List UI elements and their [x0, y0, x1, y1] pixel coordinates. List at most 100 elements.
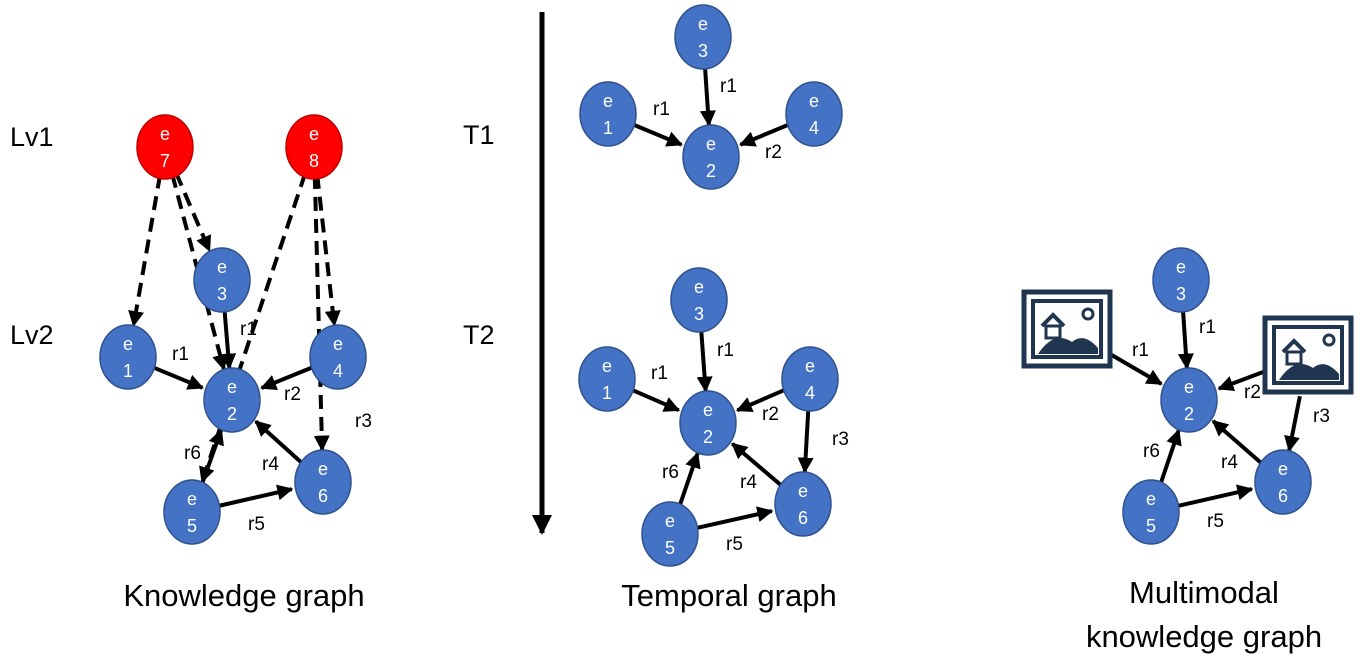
entity-node-e2: e2 — [682, 124, 740, 190]
relation-label: r1 — [653, 99, 670, 120]
relation-edge — [797, 406, 814, 474]
entity-index: 7 — [160, 151, 170, 171]
entity-index: 4 — [805, 383, 815, 403]
relation-edge — [1158, 428, 1182, 487]
relation-label: r1 — [651, 363, 668, 384]
hierarchy-edge — [315, 174, 341, 327]
entity-index: 2 — [1184, 404, 1194, 424]
entity-index: 5 — [187, 516, 197, 536]
timestamp-label-t1: T1 — [463, 120, 495, 150]
relation-edge — [633, 122, 683, 147]
entity-index: 1 — [602, 383, 612, 403]
hierarchy-edge — [312, 174, 330, 452]
entity-index: 4 — [333, 361, 343, 381]
hierarchy-edge — [174, 171, 212, 253]
entity-index: 2 — [703, 427, 713, 447]
relation-label: r1 — [240, 319, 257, 340]
entity-letter: e — [1146, 489, 1156, 509]
entity-letter: e — [1278, 459, 1288, 479]
entity-node-e4: e4 — [309, 324, 367, 390]
entity-node-e3: e3 — [674, 4, 732, 70]
entity-index: 5 — [1146, 516, 1156, 536]
entity-letter: e — [187, 489, 197, 509]
entity-index: 3 — [694, 304, 704, 324]
entity-letter: e — [123, 334, 133, 354]
relation-edge — [696, 506, 774, 530]
entity-index: 1 — [603, 118, 613, 138]
entity-node-e3: e3 — [670, 267, 728, 333]
entity-index: 8 — [309, 151, 319, 171]
relation-label: r3 — [832, 429, 849, 450]
relation-edge — [699, 64, 716, 127]
caption-knowledge-graph: Knowledge graph — [123, 578, 364, 613]
entity-index: 3 — [217, 284, 227, 304]
entity-node-e3: e3 — [1152, 247, 1210, 313]
entity-letter: e — [602, 356, 612, 376]
entity-letter: e — [227, 377, 237, 397]
entity-index: 5 — [665, 538, 675, 558]
relation-edge — [1177, 484, 1254, 508]
relation-label: r1 — [720, 76, 737, 97]
relation-edge — [1284, 395, 1302, 453]
relation-label: r2 — [1244, 382, 1261, 403]
caption-multimodal-line1: Multimodal — [1129, 575, 1279, 610]
relation-label: r5 — [726, 534, 743, 555]
relation-label: r4 — [1221, 452, 1238, 473]
relation-edge — [254, 419, 304, 465]
relation-edge — [739, 122, 789, 147]
relation-label: r1 — [1199, 317, 1216, 338]
relation-label: r2 — [765, 142, 782, 163]
relation-edge — [1217, 370, 1264, 392]
entity-node-e3: e3 — [193, 247, 251, 313]
relation-edge — [1211, 419, 1264, 466]
entity-node-e5: e5 — [1122, 479, 1180, 545]
relation-edge — [220, 307, 237, 370]
relation-label: r6 — [662, 462, 679, 483]
entity-letter: e — [333, 334, 343, 354]
entity-node-e6: e6 — [1254, 449, 1312, 515]
entity-letter: e — [805, 356, 815, 376]
relation-edge — [631, 388, 681, 413]
entity-index: 2 — [227, 404, 237, 424]
relation-label: r1 — [717, 340, 734, 361]
caption-temporal-graph: Temporal graph — [621, 578, 836, 613]
relation-label: r3 — [1313, 406, 1330, 427]
relation-label: r2 — [284, 384, 301, 405]
relation-edge — [199, 428, 224, 487]
level-label-lv1: Lv1 — [10, 122, 54, 152]
entity-letter: e — [698, 14, 708, 34]
timestamp-label-t2: T2 — [463, 320, 495, 350]
entity-letter: e — [1176, 257, 1186, 277]
entity-letter: e — [318, 459, 328, 479]
entity-node-e7: e7 — [136, 114, 194, 180]
entity-node-e5: e5 — [163, 479, 221, 545]
entity-node-e2: e2 — [679, 390, 737, 456]
entity-node-e2: e2 — [1160, 367, 1218, 433]
entity-letter: e — [1184, 377, 1194, 397]
relation-edge — [1177, 307, 1194, 370]
labels-layer: r1r1r2r3r4r5r6r1r1r2r1r1r2r3r4r5r6r1r1r2… — [172, 76, 1330, 555]
relation-edge — [677, 451, 701, 509]
entity-node-e1: e1 — [579, 81, 637, 147]
relation-label: r4 — [262, 454, 279, 475]
caption-multimodal-line2: knowledge graph — [1086, 619, 1322, 654]
relation-edge — [696, 327, 713, 393]
entity-node-e1: e1 — [99, 324, 157, 390]
nodes-layer: e7e8e1e2e3e4e5e6e1e2e3e4e1e2e3e4e5e6e2e3… — [99, 4, 1312, 567]
entity-letter: e — [309, 124, 319, 144]
relation-label: r3 — [355, 411, 372, 432]
entity-node-e4: e4 — [781, 346, 839, 412]
relation-edge — [153, 365, 204, 390]
image-icon — [1021, 289, 1113, 369]
relation-label: r4 — [740, 472, 757, 493]
entity-node-e4: e4 — [785, 81, 843, 147]
image-icon — [1262, 315, 1354, 395]
entity-letter: e — [217, 257, 227, 277]
entity-letter: e — [809, 91, 819, 111]
entity-node-e2: e2 — [203, 367, 261, 433]
relation-label: r1 — [1132, 340, 1149, 361]
entity-node-e1: e1 — [578, 346, 636, 412]
entity-index: 2 — [706, 161, 716, 181]
relation-label: r5 — [1207, 511, 1224, 532]
